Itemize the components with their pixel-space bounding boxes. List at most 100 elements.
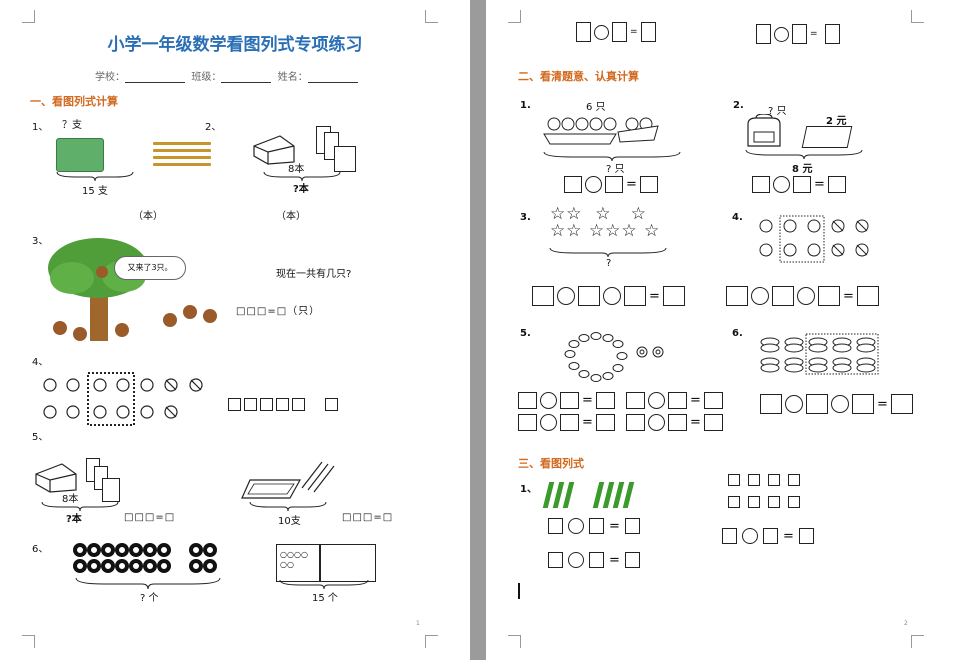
operator-circle[interactable] — [568, 518, 584, 534]
answer-box[interactable] — [260, 398, 273, 411]
answer-formula: = — [518, 414, 615, 431]
corner-mark — [911, 10, 924, 23]
answer-box[interactable] — [560, 414, 579, 431]
answer-box[interactable] — [722, 528, 737, 544]
operator-circle[interactable] — [774, 26, 789, 42]
price-tag: 2 元 — [826, 116, 847, 127]
section-heading-1: 一、看图列式计算 — [30, 95, 118, 108]
square-shape — [728, 474, 740, 486]
name-field[interactable] — [307, 70, 358, 83]
operator-circle[interactable] — [773, 176, 790, 193]
question-total: ? 只 — [606, 164, 625, 175]
answer-box[interactable] — [772, 286, 794, 306]
operator-circle[interactable] — [603, 287, 621, 305]
answer-box[interactable] — [639, 176, 658, 193]
answer-box[interactable] — [792, 24, 807, 44]
brace — [75, 577, 221, 590]
question-number: 4、 — [32, 357, 49, 368]
section-heading-2: 二、看清题意、认真计算 — [518, 70, 639, 83]
school-field[interactable] — [125, 70, 185, 83]
answer-box[interactable] — [890, 394, 913, 414]
answer-formula: = — [518, 392, 615, 409]
brace — [249, 501, 327, 512]
operator-circle[interactable] — [648, 392, 665, 409]
question-total: 15 支 — [82, 186, 108, 197]
operator-circle[interactable] — [585, 176, 602, 193]
answer-box[interactable] — [662, 286, 685, 306]
answer-box[interactable] — [548, 518, 563, 534]
answer-box[interactable] — [605, 176, 623, 193]
answer-box[interactable] — [760, 394, 782, 414]
answer-box[interactable] — [668, 392, 687, 409]
operator-circle[interactable] — [540, 414, 557, 431]
answer-box[interactable] — [532, 286, 554, 306]
answer-box[interactable] — [276, 398, 289, 411]
answer-box[interactable] — [818, 286, 840, 306]
class-label: 班级： — [191, 72, 222, 83]
answer-box[interactable] — [624, 518, 640, 534]
answer-box[interactable] — [518, 392, 537, 409]
answer-box[interactable] — [560, 392, 579, 409]
flower-rings-image — [73, 543, 217, 573]
page-1: 小学一年级数学看图列式专项练习 学校： 班级： 姓名： 一、看图列式计算 1、 … — [0, 0, 470, 660]
answer-box[interactable] — [292, 398, 305, 411]
answer-box[interactable] — [852, 394, 874, 414]
answer-box[interactable] — [578, 286, 600, 306]
answer-box[interactable] — [752, 176, 770, 193]
operator-circle[interactable] — [594, 24, 609, 40]
backpack-image — [747, 114, 781, 147]
answer-box[interactable] — [548, 552, 563, 568]
answer-box[interactable] — [612, 22, 627, 42]
answer-box[interactable] — [518, 414, 537, 431]
operator-circle[interactable] — [568, 552, 584, 568]
answer-box[interactable] — [626, 392, 645, 409]
answer-box[interactable] — [595, 414, 615, 431]
answer-box[interactable] — [703, 414, 723, 431]
operator-circle[interactable] — [557, 287, 575, 305]
answer-box[interactable] — [640, 22, 656, 42]
answer-box[interactable] — [827, 176, 846, 193]
question-label: ? 只 — [768, 106, 787, 117]
answer-box[interactable] — [576, 22, 591, 42]
answer-box[interactable] — [824, 24, 840, 44]
book-stack-image — [35, 463, 77, 493]
answer-box[interactable] — [228, 398, 241, 411]
operator-circle[interactable] — [751, 287, 769, 305]
answer-box[interactable] — [564, 176, 582, 193]
answer-box[interactable] — [703, 392, 723, 409]
answer-box[interactable] — [856, 286, 879, 306]
answer-box[interactable] — [626, 414, 645, 431]
answer-box[interactable] — [624, 552, 640, 568]
corner-mark — [508, 635, 521, 648]
brace — [279, 579, 369, 590]
question-total: ? — [606, 258, 612, 269]
answer-box[interactable] — [668, 414, 687, 431]
operator-circle[interactable] — [797, 287, 815, 305]
pencil-box-image — [56, 138, 104, 172]
answer-formula: = — [760, 394, 913, 414]
answer-box[interactable] — [624, 286, 646, 306]
answer-box[interactable] — [798, 528, 814, 544]
operator-circle[interactable] — [831, 395, 849, 413]
operator-circle[interactable] — [648, 414, 665, 431]
operator-circle[interactable] — [785, 395, 803, 413]
answer-box[interactable] — [589, 518, 604, 534]
worksheet-title: 小学一年级数学看图列式专项练习 — [107, 35, 363, 55]
answer-box[interactable] — [726, 286, 748, 306]
answer-box[interactable] — [595, 392, 615, 409]
question-total: 15 个 — [312, 593, 338, 604]
answer-box[interactable] — [244, 398, 257, 411]
question-number: 2、 — [205, 122, 222, 133]
answer-box[interactable] — [325, 398, 338, 411]
answer-box[interactable] — [756, 24, 771, 44]
question-number: 6、 — [32, 544, 49, 555]
operator-circle[interactable] — [540, 392, 557, 409]
answer-box[interactable] — [793, 176, 811, 193]
answer-box[interactable] — [806, 394, 828, 414]
square-group-image — [728, 474, 800, 486]
operator-circle[interactable] — [742, 528, 758, 544]
answer-box[interactable] — [763, 528, 778, 544]
answer-box[interactable] — [589, 552, 604, 568]
answer-formula: = — [756, 24, 840, 44]
class-field[interactable] — [221, 70, 272, 83]
